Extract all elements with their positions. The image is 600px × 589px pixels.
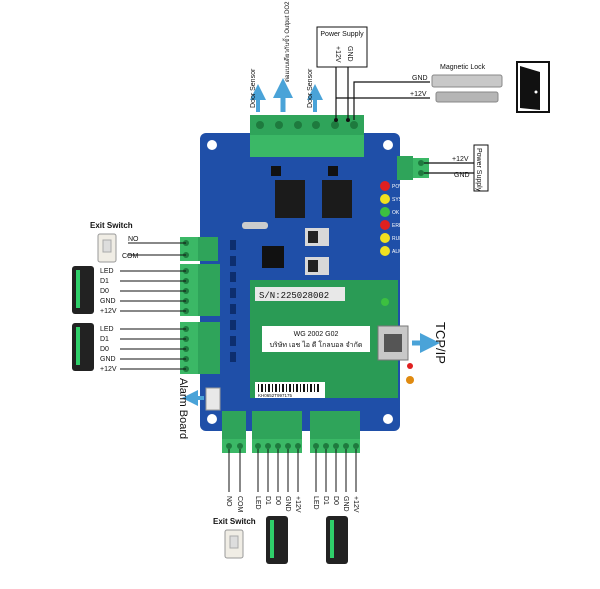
model-name: WG 2002 G02 xyxy=(294,331,339,338)
power-right-pin-12v: +12V xyxy=(452,156,469,163)
maglock-gnd-label: GND xyxy=(412,75,428,82)
model-sticker xyxy=(262,326,370,352)
reader-4-pin-gnd: GND xyxy=(342,496,349,512)
led-label-power: POWER xyxy=(392,184,411,190)
status-leds: POWER SYS OK ERR RUN ALM xyxy=(380,181,411,256)
card-reader-2-icon xyxy=(72,323,94,371)
exit-left-pin-no: NO xyxy=(128,236,139,243)
reader-4-pin-led: LED xyxy=(312,496,319,510)
terminal-power-right xyxy=(397,156,429,180)
terminal-exit-left xyxy=(180,237,218,261)
rj45-port xyxy=(377,325,409,361)
reader-2-pin-led: LED xyxy=(100,326,114,333)
exit-switch-left-icon xyxy=(97,233,117,263)
serial-number: S/N:225028002 xyxy=(259,291,329,301)
power-supply-top-title: Power Supply xyxy=(320,31,364,38)
led-label-err: ERR xyxy=(392,223,403,229)
exit-switch-bottom-title: Exit Switch xyxy=(213,517,256,526)
reader-2-pin-12v: +12V xyxy=(100,366,117,373)
reader-2-pin-d0: D0 xyxy=(100,346,109,353)
reader-3-pin-12v: +12V xyxy=(294,496,301,513)
terminal-bottom-reader-3 xyxy=(252,411,302,453)
door-sensor-label-2: Door Sensor xyxy=(307,68,314,108)
barcode-text: KH0652T997175 xyxy=(258,393,293,398)
reader-1-pin-led: LED xyxy=(100,268,114,275)
card-reader-1-icon xyxy=(72,266,94,314)
exit-switch-bottom-icon xyxy=(224,529,244,559)
reader-2-pin-gnd: GND xyxy=(100,356,116,363)
card-reader-3-icon xyxy=(266,516,288,564)
power-supply-top-pin-gnd: GND xyxy=(346,46,353,62)
power-supply-right-box xyxy=(473,144,489,192)
power-supply-right-title: Power Supply xyxy=(475,148,482,192)
power-supply-top-pin-12v: +12V xyxy=(334,46,341,63)
reader-1-pin-12v: +12V xyxy=(100,308,117,315)
terminal-bottom-reader-4 xyxy=(310,411,360,453)
reader-1-pin-gnd: GND xyxy=(100,298,116,305)
led-label-alm: ALM xyxy=(392,249,402,255)
card-reader-4-icon xyxy=(326,516,348,564)
reader-3-pin-gnd: GND xyxy=(284,496,291,512)
power-right-pin-gnd: GND xyxy=(454,172,470,179)
output-do2-note: ต่อแบบเดียวกับขั้ว Output DO2 xyxy=(281,1,291,82)
led-label-sys: SYS xyxy=(392,197,403,203)
magnetic-lock-title: Magnetic Lock xyxy=(440,64,486,71)
company-name: บริษัท เอช ไอ ดี โกลบอล จำกัด xyxy=(270,340,363,349)
terminal-reader-2 xyxy=(180,322,220,374)
serial-label xyxy=(255,287,345,301)
magnetic-lock-icon xyxy=(431,74,503,103)
bottom-exit-pin-no: NO xyxy=(225,496,232,507)
door-icon xyxy=(516,61,550,113)
tcpip-label: TCP/IP xyxy=(433,322,448,364)
reader-3-pin-d1: D1 xyxy=(264,496,271,505)
led-label-ok: OK xyxy=(392,210,400,216)
reader-2-pin-d1: D1 xyxy=(100,336,109,343)
reader-1-pin-d0: D0 xyxy=(100,288,109,295)
exit-switch-left-title: Exit Switch xyxy=(90,221,133,230)
exit-left-pin-com: COM xyxy=(122,253,139,260)
led-label-run: RUN xyxy=(392,236,403,242)
reader-1-pin-d1: D1 xyxy=(100,278,109,285)
door-sensor-label-1: Door Sensor xyxy=(250,68,257,108)
alarm-board-label: Alarm Board xyxy=(177,378,189,439)
bottom-exit-pin-com: COM xyxy=(236,496,243,513)
maglock-12v-label: +12V xyxy=(410,91,427,98)
terminal-top-left xyxy=(250,115,308,157)
terminal-bottom-exit xyxy=(222,411,246,453)
relay-2 xyxy=(322,180,352,218)
reader-3-pin-led: LED xyxy=(254,496,261,510)
reader-4-pin-d0: D0 xyxy=(332,496,339,505)
relay-1 xyxy=(275,180,305,218)
reader-4-pin-12v: +12V xyxy=(352,496,359,513)
power-supply-top-box xyxy=(316,26,368,68)
ic-chip xyxy=(262,246,284,268)
terminal-reader-1 xyxy=(180,264,220,316)
reader-4-pin-d1: D1 xyxy=(322,496,329,505)
reader-3-pin-d0: D0 xyxy=(274,496,281,505)
